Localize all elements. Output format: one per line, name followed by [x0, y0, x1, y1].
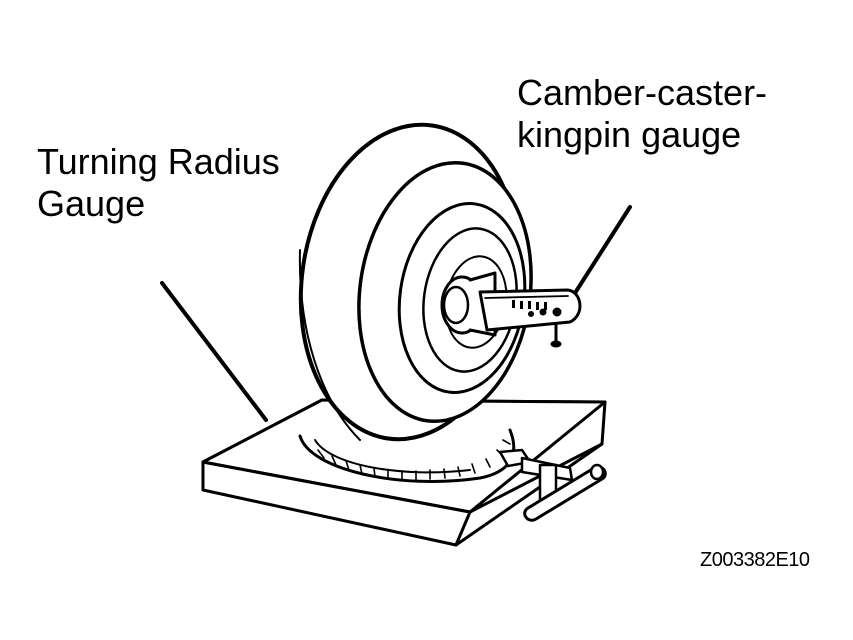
camber-caster-kingpin-gauge-label: Camber-caster- kingpin gauge — [517, 72, 767, 156]
turning-radius-gauge-label: Turning Radius Gauge — [37, 141, 280, 225]
figure-code: Z003382E10 — [700, 549, 810, 571]
turning-radius-label-line2: Gauge — [37, 183, 146, 224]
camber-label-line2: kingpin gauge — [517, 114, 742, 155]
gauge-scale-marks — [512, 300, 547, 310]
turning-radius-leader-line — [160, 281, 268, 422]
camber-label-line1: Camber-caster- — [517, 72, 768, 113]
gauge-pointer-clamp — [498, 448, 607, 522]
camber-caster-kingpin-gauge — [478, 288, 582, 348]
camber-gauge-leader-line — [573, 205, 632, 295]
turning-radius-label-line1: Turning Radius — [37, 141, 280, 182]
